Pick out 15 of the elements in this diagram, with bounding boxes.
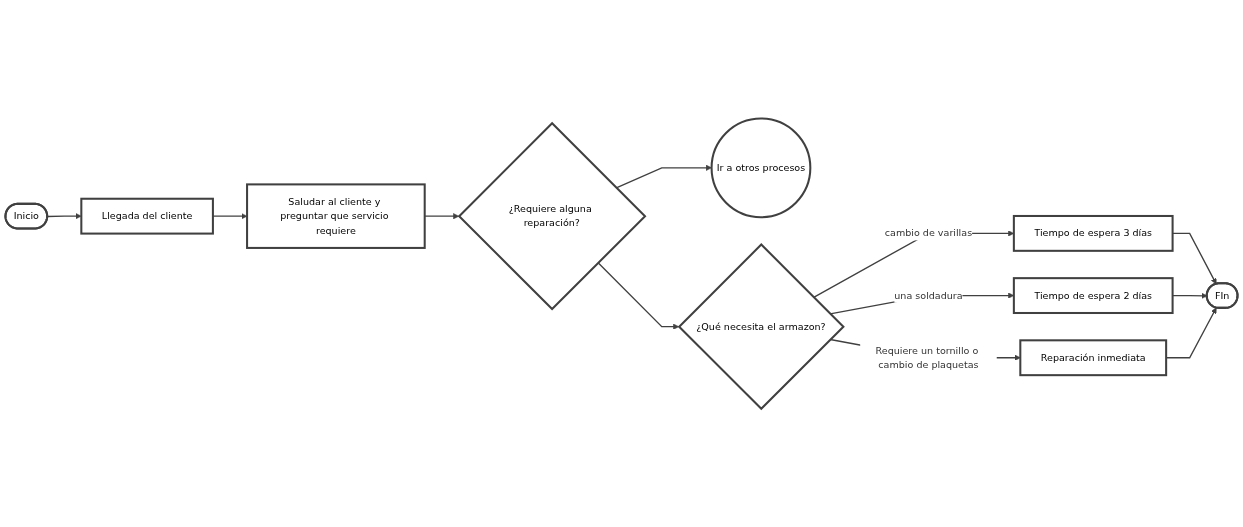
node-box: Llegada del cliente [80,197,214,235]
edge-label: Requiere un tornillo o cambio de plaquetas [875,344,979,370]
node-box: Tiempo de espera 2 días [1012,277,1174,314]
edge-label: cambio de varillas [884,227,973,239]
arrow [615,164,712,189]
arrow [424,213,460,220]
edge-label: una soldadura [894,289,963,301]
node-diamond: ¿Requiere alguna reparación? [457,121,647,311]
arrow [597,261,680,330]
node-box: Tiempo de espera 3 días [1012,214,1174,252]
node-box: Reparación inmediata [1019,339,1168,377]
node-diamond: ¿Qué necesita el armazon? [677,242,845,411]
node-box: Saludar al cliente y preguntar que servicio requiere [246,183,426,249]
node-circle: Ir a otros procesos [710,117,812,219]
arrow [212,213,248,220]
